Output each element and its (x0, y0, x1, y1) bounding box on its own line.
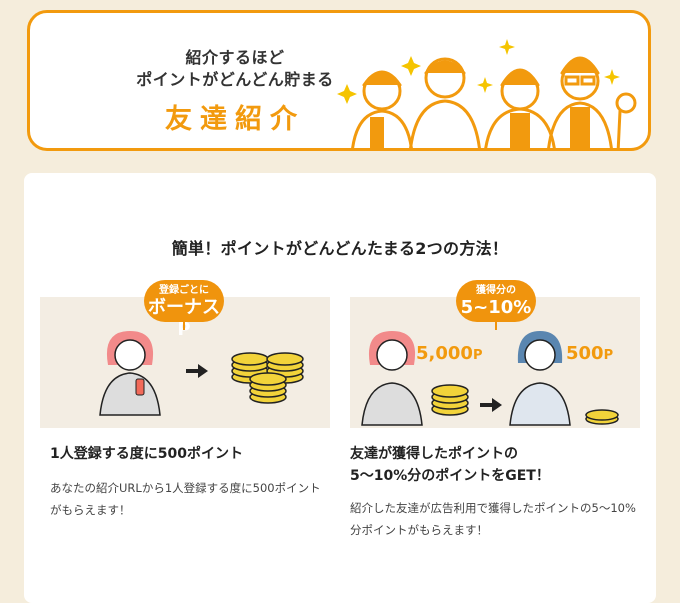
points-from: 5,000P (416, 343, 483, 364)
banner-text: 紹介するほど ポイントがどんどん貯まる 友達紹介 (110, 47, 360, 136)
method-1-bubble: 登録ごとに ボーナスP (144, 280, 224, 340)
four-friends-illustration-icon (337, 39, 637, 148)
method-2-title-line1: 友達が獲得したポイントの (350, 446, 518, 462)
method-2-bubble-small: 獲得分の (476, 285, 516, 296)
banner-subtitle-line1: 紹介するほど (185, 48, 285, 67)
methods-card: 簡単！ポイントがどんどんたまる2つの方法！ 登録ごとに ボーナスP 獲得分の 5… (24, 173, 656, 603)
method-2-title-line2: 5〜10%分のポイントをGET！ (350, 468, 550, 484)
method-2-illustration-panel: 獲得分の 5~10% 5,000P 500P (350, 280, 640, 428)
method-2-bubble-big: 5~10% (460, 297, 532, 318)
methods-heading: 簡単！ポイントがどんどんたまる2つの方法！ (171, 239, 509, 258)
method-1-title: 1人登録する度に500ポイント (50, 446, 243, 462)
points-to: 500P (566, 343, 614, 364)
method-1-description: あなたの紹介URLから1人登録する度に500ポイントがもらえます！ (50, 481, 321, 517)
method-1-illustration-panel: 登録ごとに ボーナスP (40, 280, 330, 428)
method-1-bubble-small: 登録ごとに (159, 285, 209, 296)
referral-banner: 紹介するほど ポイントがどんどん貯まる 友達紹介 (27, 10, 651, 151)
person-to-coins-icon (99, 331, 304, 416)
banner-subtitle-line2: ポイントがどんどん貯まる (136, 70, 334, 89)
method-2-description: 紹介した友達が広告利用で獲得したポイントの5〜10%分ポイントがもらえます！ (350, 501, 636, 537)
banner-title: 友達紹介 (165, 104, 305, 135)
friend-share-icon (361, 331, 619, 426)
method-2-bubble: 獲得分の 5~10% (456, 280, 536, 330)
